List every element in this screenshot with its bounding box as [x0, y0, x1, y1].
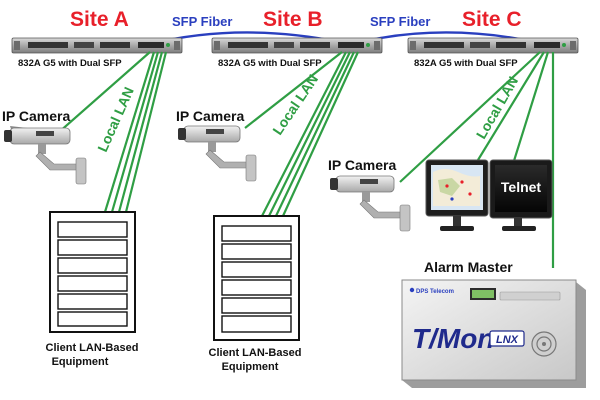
alarm-master-logo: T/Mon [412, 323, 494, 354]
telnet-label: Telnet [501, 179, 542, 195]
site-a-device [11, 37, 183, 54]
site-b-title: Site B [263, 8, 323, 31]
alarm-master-title: Alarm Master [424, 259, 513, 275]
camera-a-label: IP Camera [2, 108, 70, 124]
equipment-a-label-line2: Equipment [52, 356, 109, 368]
fiber-label-ab: SFP Fiber [172, 14, 232, 29]
equipment-b-label-line2: Equipment [222, 361, 279, 373]
site-a-lan-cables [49, 51, 168, 213]
site-c-title: Site C [462, 8, 522, 31]
site-c-device-label: 832A G5 with Dual SFP [414, 58, 518, 69]
alarm-master-brand: DPS Telecom [416, 289, 454, 295]
site-c-lan-cables [399, 51, 555, 268]
equipment-a-label-line1: Client LAN-Based [46, 342, 139, 354]
equipment-a-rack-icon [49, 211, 136, 333]
map-monitor-icon [425, 159, 489, 231]
site-a-title: Site A [70, 8, 129, 31]
camera-b-label: IP Camera [176, 108, 244, 124]
equipment-b-label-line1: Client LAN-Based [209, 347, 302, 359]
site-b-device [211, 37, 383, 54]
alarm-master-logo-suffix: LNX [496, 334, 519, 346]
equipment-b-rack-icon [213, 215, 300, 341]
site-c-device [407, 37, 579, 54]
camera-c-label: IP Camera [328, 157, 396, 173]
camera-c-icon [330, 175, 411, 232]
fiber-label-bc: SFP Fiber [370, 14, 430, 29]
site-b-device-label: 832A G5 with Dual SFP [218, 58, 322, 69]
site-b-lan-cables [244, 51, 360, 217]
telnet-monitor-icon [489, 159, 553, 231]
camera-a-icon [4, 126, 87, 185]
alarm-master-logo-badge [489, 330, 525, 347]
site-a-device-label: 832A G5 with Dual SFP [18, 58, 122, 69]
camera-b-icon [178, 125, 257, 182]
